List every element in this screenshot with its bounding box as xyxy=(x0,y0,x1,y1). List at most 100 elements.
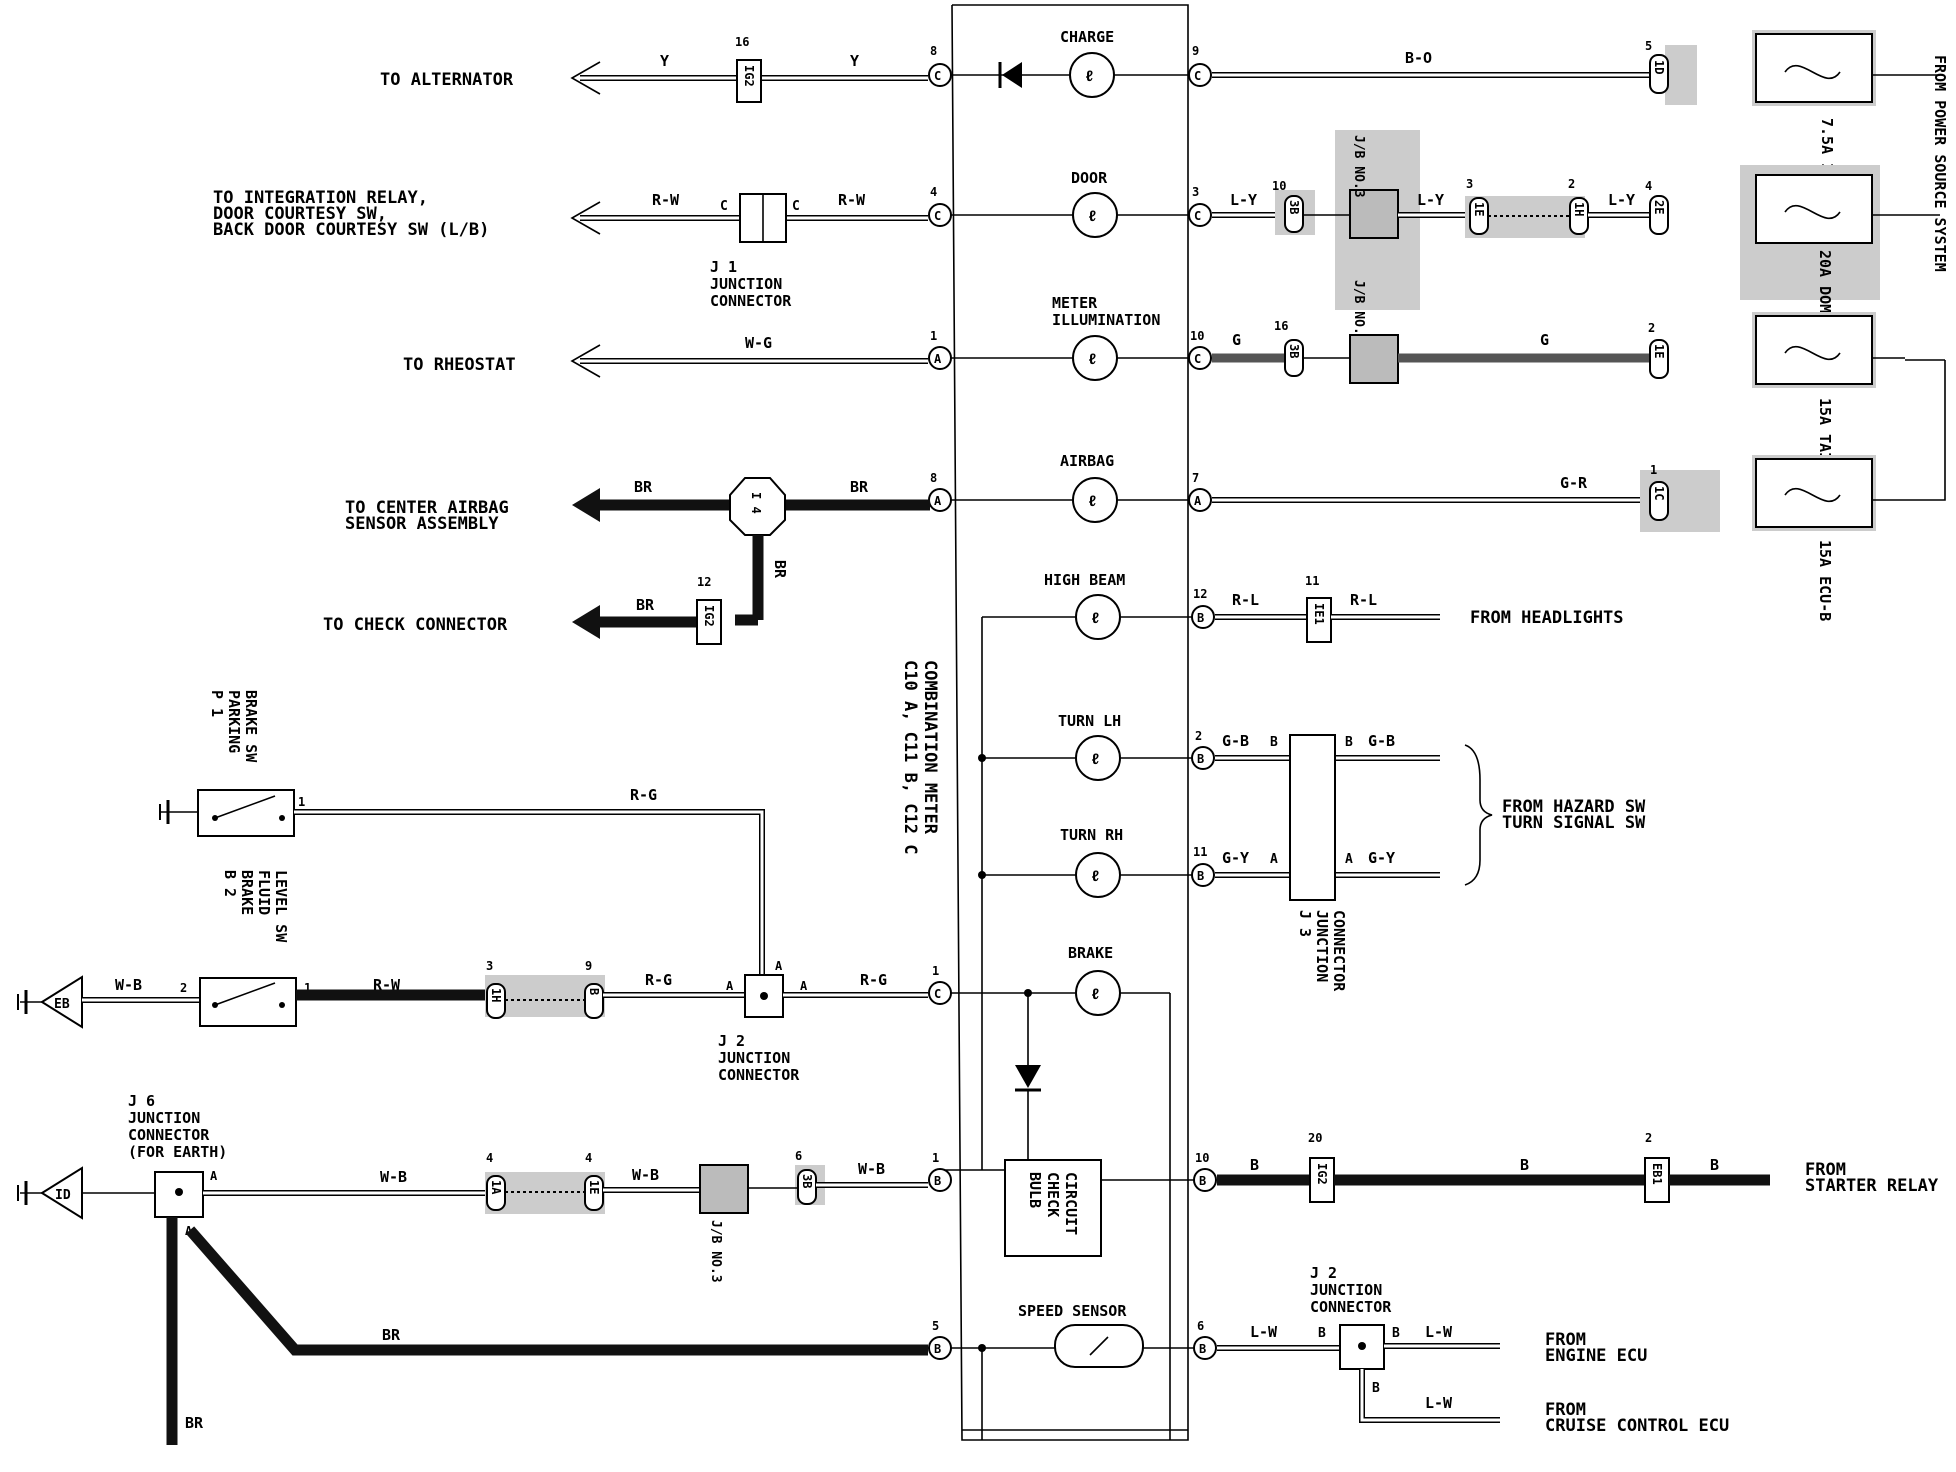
speed-sensor: SPEED SENSOR xyxy=(1018,1302,1144,1368)
svg-text:1E: 1E xyxy=(1472,202,1486,216)
lamp-brake: BRAKE ℓ xyxy=(1068,944,1121,1016)
lamp-door: DOOR ℓ xyxy=(1071,169,1118,238)
svg-text:BR: BR xyxy=(771,560,789,579)
svg-text:6: 6 xyxy=(1197,1319,1204,1333)
svg-text:JUNCTION: JUNCTION xyxy=(128,1109,200,1127)
svg-text:1: 1 xyxy=(1650,463,1657,477)
svg-text:CRUISE CONTROL ECU: CRUISE CONTROL ECU xyxy=(1545,1416,1729,1436)
svg-text:5: 5 xyxy=(932,1319,939,1333)
wire-center-airbag: I 4 BR BR BR TO CENTER AIRBAG SENSOR ASS… xyxy=(345,477,930,626)
svg-text:B 2: B 2 xyxy=(221,870,239,897)
wire-door: L-Y 3B 10 J/B NO.3 L-Y 1E 3 1H 2 L-Y 2E … xyxy=(1212,130,1880,322)
svg-text:IG2: IG2 xyxy=(1315,1163,1329,1185)
svg-text:TO RHEOSTAT: TO RHEOSTAT xyxy=(403,355,516,375)
svg-text:A: A xyxy=(726,979,734,993)
internal-wiring xyxy=(943,74,1200,1440)
svg-text:BULB: BULB xyxy=(1026,1172,1044,1208)
svg-text:BRAKE: BRAKE xyxy=(1068,944,1113,962)
svg-text:IE1: IE1 xyxy=(1312,603,1326,625)
svg-text:BR: BR xyxy=(382,1326,401,1344)
svg-text:Y: Y xyxy=(850,52,859,70)
svg-text:2: 2 xyxy=(1648,321,1655,335)
svg-text:1D: 1D xyxy=(1652,60,1666,74)
svg-text:EB1: EB1 xyxy=(1650,1163,1664,1185)
wire-rheostat: W-G TO RHEOSTAT xyxy=(403,334,928,378)
svg-text:8: 8 xyxy=(930,471,937,485)
svg-text:15A ECU-B: 15A ECU-B xyxy=(1816,540,1834,621)
svg-text:3: 3 xyxy=(1466,177,1473,191)
svg-text:C: C xyxy=(720,199,728,214)
svg-text:TO CHECK CONNECTOR: TO CHECK CONNECTOR xyxy=(323,615,508,635)
svg-text:ℓ: ℓ xyxy=(1091,609,1100,627)
svg-text:G-Y: G-Y xyxy=(1222,849,1249,867)
svg-text:SENSOR ASSEMBLY: SENSOR ASSEMBLY xyxy=(345,514,499,534)
svg-text:DOOR COURTESY SW,: DOOR COURTESY SW, xyxy=(213,204,387,224)
svg-text:4: 4 xyxy=(486,1151,493,1165)
svg-text:ℓ: ℓ xyxy=(1088,350,1097,368)
svg-text:JUNCTION: JUNCTION xyxy=(1313,910,1331,982)
svg-text:1: 1 xyxy=(304,981,311,995)
svg-text:A: A xyxy=(800,979,808,993)
svg-text:7: 7 xyxy=(1192,471,1199,485)
meter-title: C10 A, C11 B, C12 C COMBINATION METER xyxy=(900,660,940,854)
svg-text:BRAKE SW: BRAKE SW xyxy=(242,690,260,763)
svg-text:B: B xyxy=(1270,735,1278,750)
svg-text:TURN RH: TURN RH xyxy=(1060,826,1123,844)
svg-text:B: B xyxy=(934,1342,941,1356)
wire-headlights: R-L IE1 11 R-L FROM HEADLIGHTS xyxy=(1215,574,1624,643)
lamp-airbag: AIRBAG ℓ xyxy=(1060,452,1118,523)
svg-text:B: B xyxy=(1710,1156,1719,1174)
svg-text:ℓ: ℓ xyxy=(1091,750,1100,768)
svg-text:ℓ: ℓ xyxy=(1085,67,1094,85)
svg-text:BRAKE: BRAKE xyxy=(238,870,256,915)
svg-text:9: 9 xyxy=(1192,44,1199,58)
svg-text:R-G: R-G xyxy=(645,971,672,989)
svg-text:TO INTEGRATION RELAY,: TO INTEGRATION RELAY, xyxy=(213,188,428,208)
svg-text:B: B xyxy=(1197,752,1204,766)
svg-text:STARTER RELAY: STARTER RELAY xyxy=(1805,1176,1939,1196)
svg-text:C: C xyxy=(934,987,941,1001)
svg-text:R-L: R-L xyxy=(1350,591,1377,609)
wire-check-connector: IG2 12 BR TO CHECK CONNECTOR xyxy=(323,575,722,645)
svg-text:1E: 1E xyxy=(587,1180,601,1194)
meter-pins: C 8 C 9 C 4 C 3 A 1 C 10 A 8 A 7 B 12 B … xyxy=(928,44,1217,1360)
svg-text:R-W: R-W xyxy=(838,191,866,209)
svg-text:J 3: J 3 xyxy=(1296,910,1314,937)
svg-text:IG2: IG2 xyxy=(742,65,756,87)
svg-text:FROM POWER SOURCE SYSTEM: FROM POWER SOURCE SYSTEM xyxy=(1931,55,1949,272)
svg-text:G: G xyxy=(1540,331,1549,349)
svg-text:PARKING: PARKING xyxy=(225,690,243,753)
svg-text:G-B: G-B xyxy=(1368,732,1395,750)
svg-text:B: B xyxy=(1345,735,1353,750)
svg-text:10: 10 xyxy=(1195,1151,1209,1165)
svg-text:CONNECTOR: CONNECTOR xyxy=(1330,910,1348,992)
svg-text:1H: 1H xyxy=(489,988,503,1002)
svg-text:B: B xyxy=(934,1174,941,1188)
svg-text:FROM HEADLIGHTS: FROM HEADLIGHTS xyxy=(1470,608,1624,628)
svg-text:C10 A, C11 B, C12 C: C10 A, C11 B, C12 C xyxy=(900,660,920,854)
svg-text:BR: BR xyxy=(634,478,653,496)
svg-text:8: 8 xyxy=(930,44,937,58)
wire-ecub: G-R 1C 1 15A ECU-B xyxy=(1212,455,1876,621)
svg-text:J 2: J 2 xyxy=(718,1032,745,1050)
svg-text:W-B: W-B xyxy=(115,976,142,994)
svg-text:C: C xyxy=(934,209,941,223)
svg-text:Y: Y xyxy=(660,52,669,70)
svg-text:SPEED SENSOR: SPEED SENSOR xyxy=(1018,1302,1127,1320)
svg-text:JUNCTION: JUNCTION xyxy=(718,1049,790,1067)
svg-text:R-G: R-G xyxy=(860,971,887,989)
svg-text:R-W: R-W xyxy=(652,191,680,209)
svg-text:J/B NO.3: J/B NO.3 xyxy=(1351,135,1366,198)
wire-brake-chain: 1H 3 B 9 R-W R-G A A A R-G J 2 JUNCTION … xyxy=(373,959,928,1084)
svg-text:FLUID: FLUID xyxy=(255,870,273,915)
svg-text:W-B: W-B xyxy=(632,1166,659,1184)
svg-text:CONNECTOR: CONNECTOR xyxy=(1310,1298,1392,1316)
wire-speed-sensor: J 2 JUNCTION CONNECTOR L-W B B L-W B L-W… xyxy=(1217,1264,1729,1436)
svg-text:J 6: J 6 xyxy=(128,1092,155,1110)
svg-text:AIRBAG: AIRBAG xyxy=(1060,452,1114,470)
svg-text:A: A xyxy=(934,352,942,366)
svg-text:1C: 1C xyxy=(1652,486,1666,500)
svg-text:CONNECTOR: CONNECTOR xyxy=(718,1066,800,1084)
svg-text:J/B NO.3: J/B NO.3 xyxy=(1351,280,1366,343)
